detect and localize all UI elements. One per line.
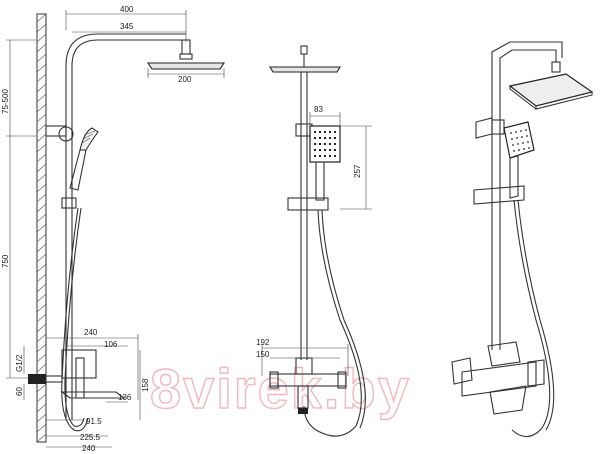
persp-rain-head bbox=[508, 73, 594, 107]
persp-slider bbox=[473, 185, 525, 205]
dim-240-bottom: 240 bbox=[82, 444, 96, 453]
bracket-knob bbox=[58, 126, 74, 142]
persp-mixer-body bbox=[461, 361, 537, 397]
dim-345: 345 bbox=[120, 22, 134, 31]
rain-shower-head-side bbox=[146, 62, 226, 70]
front-mixer-cap-right bbox=[337, 371, 347, 389]
front-spout-tip bbox=[298, 408, 308, 414]
dim-75-500: 75-500 bbox=[1, 89, 10, 114]
persp-riser-inner bbox=[499, 49, 557, 350]
persp-bracket-ring bbox=[491, 119, 505, 135]
slider-holder bbox=[61, 197, 77, 209]
front-hose-inner bbox=[321, 209, 366, 429]
dim-257: 257 bbox=[353, 164, 362, 178]
dim-150: 150 bbox=[256, 350, 270, 359]
wall bbox=[36, 13, 47, 443]
persp-hand-shower-handle bbox=[509, 155, 519, 199]
dim-225-5: 225.5 bbox=[80, 433, 101, 442]
dim-83: 83 bbox=[314, 105, 323, 114]
persp-hose-inner bbox=[517, 199, 555, 431]
eccentric-fitting bbox=[45, 375, 63, 383]
dim-91-5: 91.5 bbox=[86, 417, 102, 426]
persp-mixer-cap-left bbox=[451, 357, 473, 385]
front-shower-head bbox=[269, 66, 341, 73]
dim-750: 750 bbox=[1, 254, 10, 268]
side-view: 400 345 200 75-500 750 G1/2 60 240 106 1 bbox=[1, 5, 226, 453]
dim-106: 106 bbox=[104, 340, 118, 349]
front-view: 257 83 192 150 bbox=[256, 45, 372, 437]
persp-bracket bbox=[475, 117, 493, 139]
persp-mixer-cap-right bbox=[527, 359, 545, 387]
front-head-connector bbox=[300, 45, 308, 55]
hose-left bbox=[61, 207, 89, 432]
perspective-view bbox=[451, 41, 594, 438]
hand-shower-head bbox=[79, 127, 99, 151]
dim-200: 200 bbox=[178, 75, 192, 84]
dim-192: 192 bbox=[256, 338, 270, 347]
wall-connector bbox=[28, 374, 46, 384]
front-hand-shower-nozzles bbox=[314, 131, 336, 157]
persp-hose-outer bbox=[511, 199, 551, 438]
wall-bracket-upper bbox=[45, 125, 67, 137]
persp-riser-outer bbox=[491, 41, 563, 350]
riser-pipe-right bbox=[71, 39, 186, 420]
riser-pipe-left bbox=[65, 33, 186, 420]
front-slider bbox=[287, 197, 329, 211]
dim-158: 158 bbox=[141, 378, 150, 392]
persp-hand-shower-nozzles bbox=[510, 129, 530, 152]
dim-g1-2: G1/2 bbox=[15, 354, 24, 372]
spout-side bbox=[60, 391, 126, 399]
persp-mixer-handle bbox=[487, 341, 521, 367]
head-connector bbox=[181, 39, 191, 55]
front-hose-outer bbox=[303, 209, 362, 437]
hose-inner bbox=[64, 207, 85, 427]
dim-240-top: 240 bbox=[84, 328, 98, 337]
dim-400: 400 bbox=[120, 5, 134, 14]
persp-head-connector bbox=[551, 61, 561, 73]
dim-136: 136 bbox=[118, 393, 132, 402]
head-joint bbox=[179, 53, 193, 60]
persp-spout bbox=[489, 385, 527, 415]
watermark: 8virek.by bbox=[150, 357, 411, 420]
front-mixer-cap-left bbox=[269, 371, 279, 389]
mixer-body-side bbox=[61, 349, 97, 379]
dim-60: 60 bbox=[15, 387, 24, 396]
front-hand-shower-handle bbox=[315, 161, 325, 201]
persp-hand-shower-head bbox=[503, 121, 535, 159]
